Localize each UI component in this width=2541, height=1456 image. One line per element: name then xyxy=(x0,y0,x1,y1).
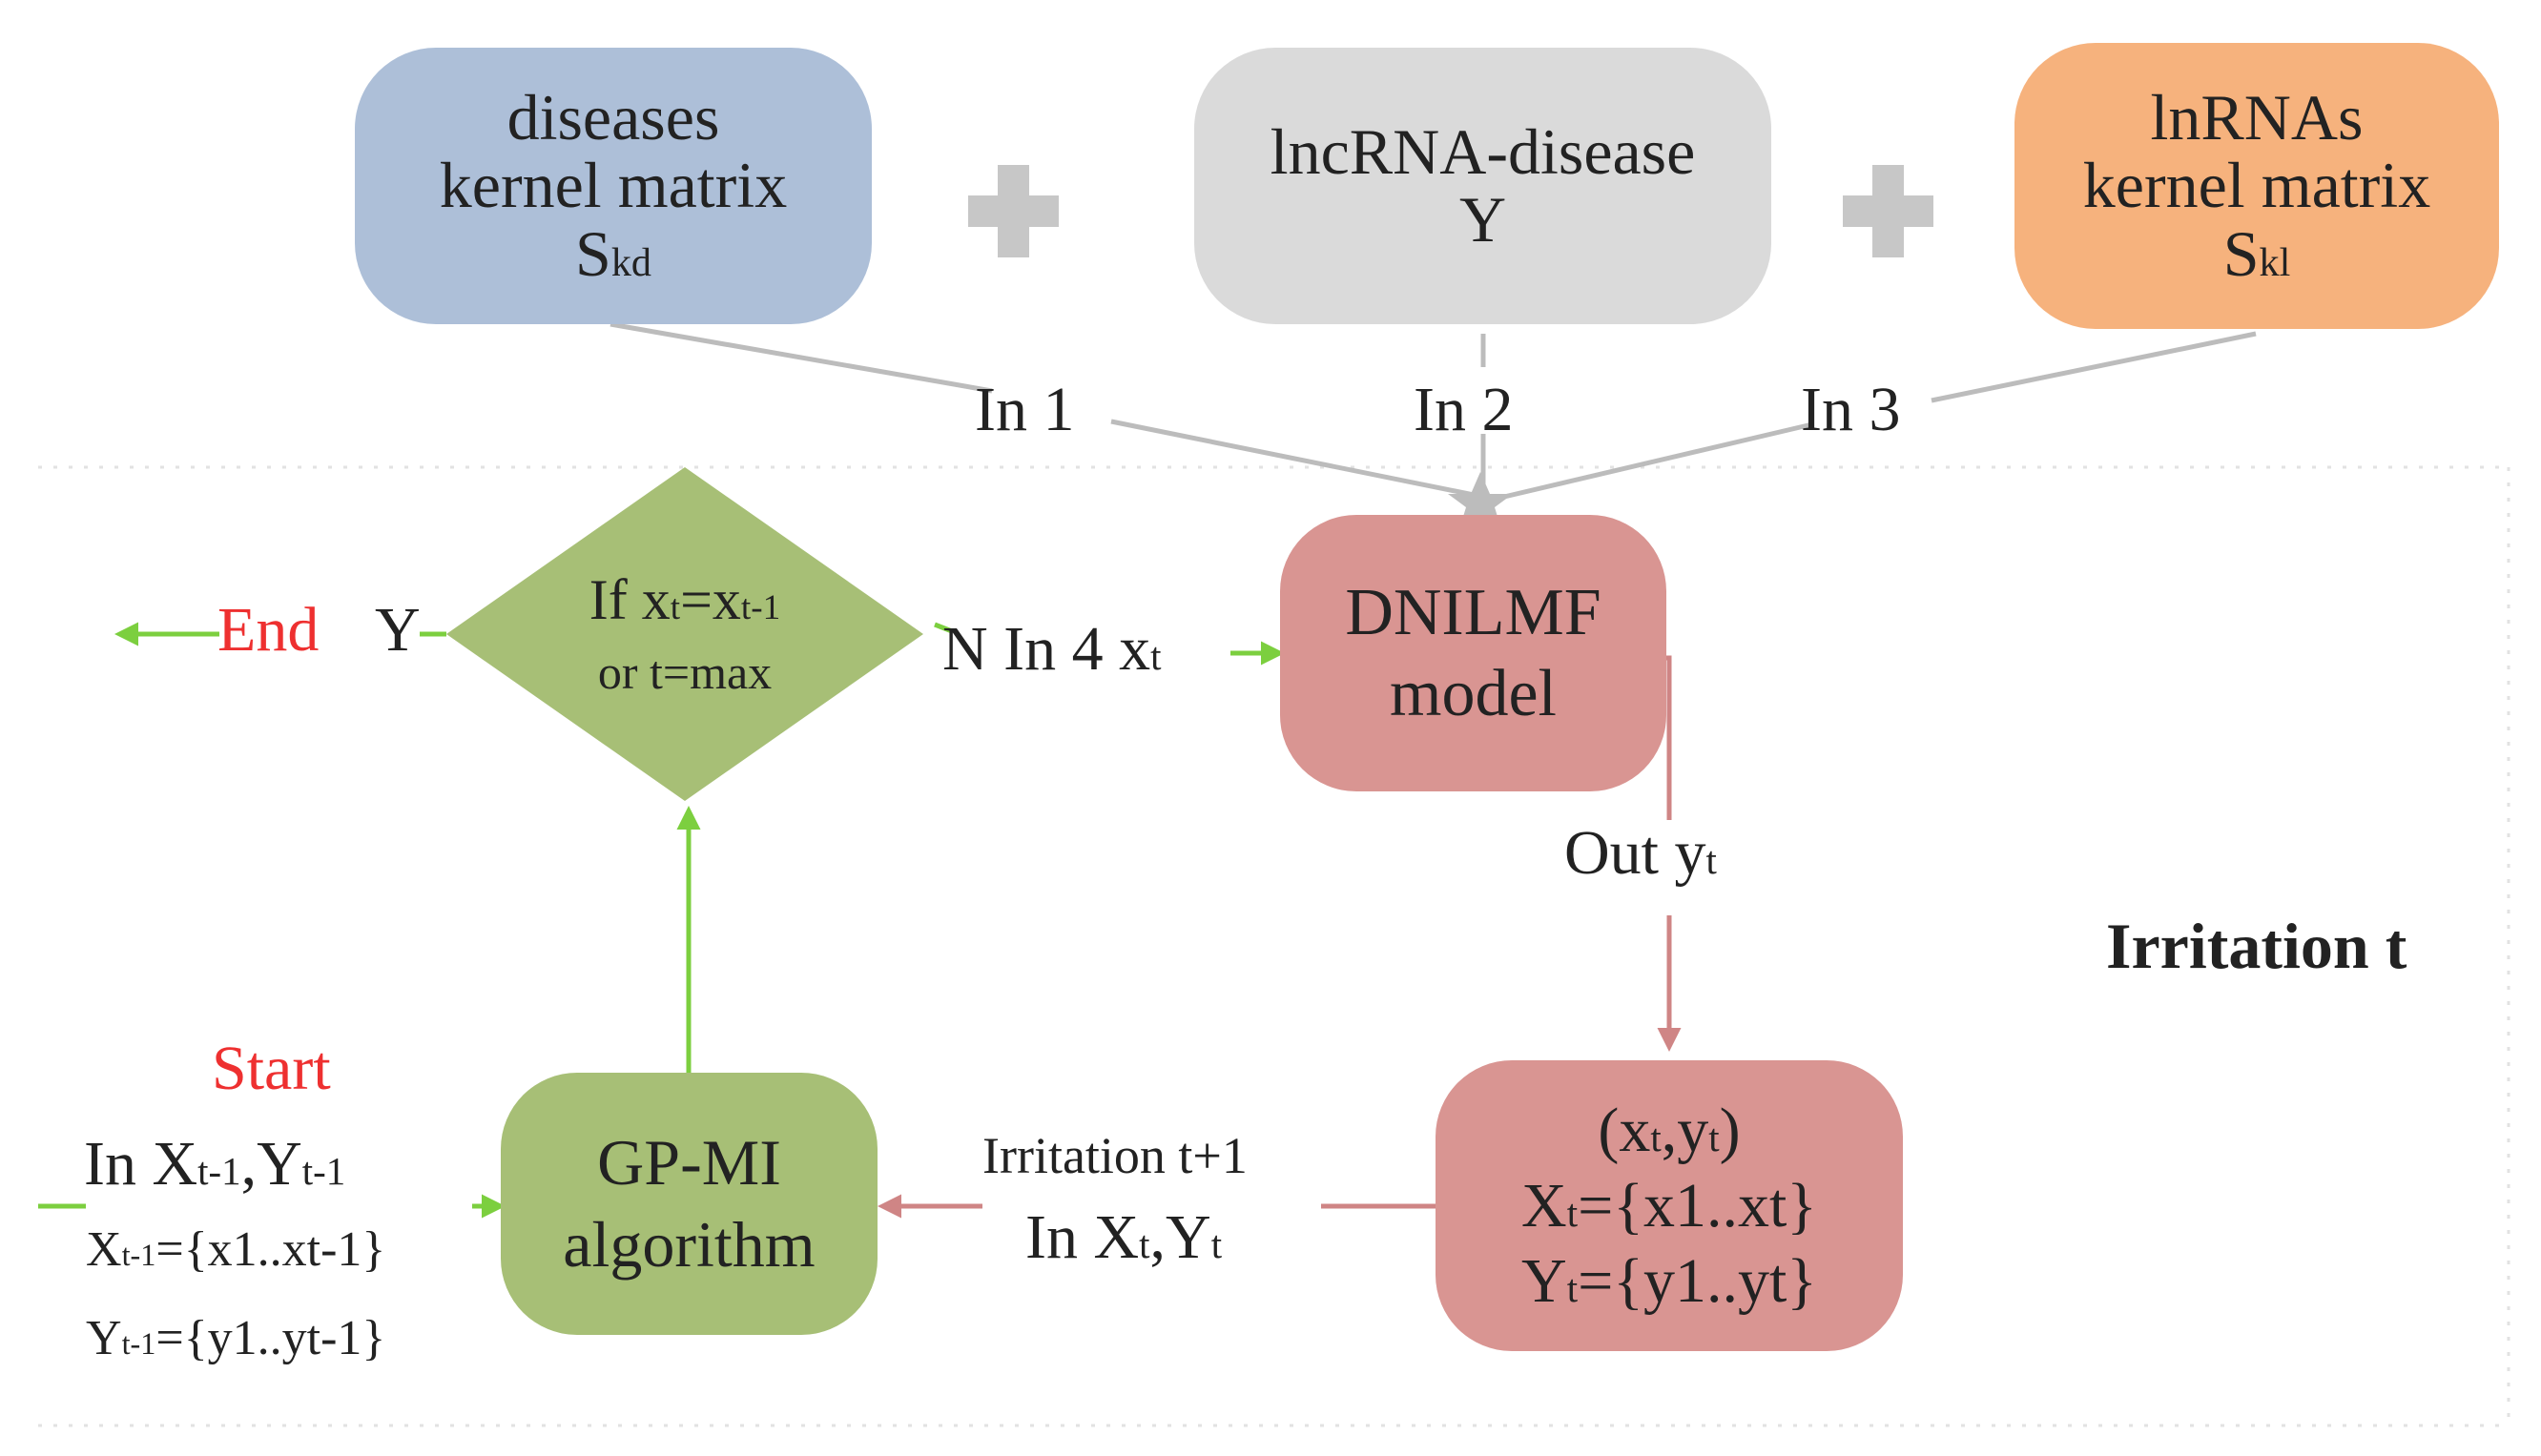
start-in-a: In X xyxy=(84,1129,198,1199)
iteration-label: Irritation t xyxy=(2106,910,2407,982)
out-prefix: Out y xyxy=(1564,818,1706,888)
diseases-box-line1: diseases xyxy=(506,80,720,154)
result-line2-a-sub: t xyxy=(1566,1191,1579,1235)
green-connectors xyxy=(38,622,1285,1219)
result-line1-b: ,y xyxy=(1661,1095,1709,1165)
gpmi-line1: GP-MI xyxy=(597,1126,781,1200)
edge-label-in1: In 1 xyxy=(975,375,1075,444)
edge-label-in4: N In 4 xt xyxy=(942,618,1162,681)
decision-diamond xyxy=(446,467,923,801)
start-x-b: ={x1..xt-1} xyxy=(155,1222,386,1277)
start-x-a: X xyxy=(86,1222,122,1277)
lnrnas-symbol-sub: kl xyxy=(2259,239,2291,285)
edge-label-yes: Y xyxy=(375,595,421,665)
lnrnas-box-line2: kernel matrix xyxy=(2082,149,2431,222)
decision-line1-b: =x xyxy=(680,568,741,632)
edge-label-iteration-next: Irritation t+1 xyxy=(982,1127,1248,1184)
diseases-box-symbol: Skd xyxy=(575,216,651,290)
lnrnas-box-line1: lnRNAs xyxy=(2150,80,2364,154)
lnrnas-symbol: S xyxy=(2222,216,2260,290)
result-line2: Xt={x1..xt} xyxy=(1521,1173,1817,1239)
in4-sub: t xyxy=(1150,635,1162,678)
edge-label-out: Out yt xyxy=(1564,822,1717,885)
gpmi-line2: algorithm xyxy=(563,1207,816,1281)
edge-label-in-xy: In Xt,Yt xyxy=(1025,1206,1222,1269)
lncrna-box-line2: Y xyxy=(1458,183,1507,256)
result-line3: Yt={y1..yt} xyxy=(1521,1248,1817,1314)
start-x-set: Xt-1={x1..xt-1} xyxy=(86,1225,385,1275)
diseases-symbol-sub: kd xyxy=(610,239,651,285)
in-x: In X xyxy=(1025,1202,1140,1272)
result-line1-c: ) xyxy=(1719,1095,1741,1165)
lnrnas-box-symbol: Skl xyxy=(2222,216,2291,290)
result-box: (xt,yt) Xt={x1..xt} Yt={y1..yt} xyxy=(1436,1060,1903,1351)
result-line3-a-sub: t xyxy=(1566,1267,1579,1311)
red-connectors xyxy=(878,655,1682,1219)
start-in-b-sub: t-1 xyxy=(301,1150,346,1193)
result-line1-a: (x xyxy=(1598,1095,1651,1165)
result-line1-a-sub: t xyxy=(1650,1116,1662,1159)
end-label: End xyxy=(217,595,320,665)
dnilmf-model-box: DNILMF model xyxy=(1280,515,1666,791)
result-line1: (xt,yt) xyxy=(1598,1097,1740,1163)
start-y-set: Yt-1={y1..yt-1} xyxy=(86,1314,385,1364)
result-line2-a: X xyxy=(1521,1170,1567,1241)
diseases-kernel-matrix-box: diseases kernel matrix Skd xyxy=(355,48,872,324)
gpmi-algorithm-box: GP-MI algorithm xyxy=(501,1073,878,1335)
decision-line1-a: If x xyxy=(589,568,671,632)
edge-label-in2: In 2 xyxy=(1414,375,1514,444)
start-input-label: In Xt-1,Yt-1 xyxy=(84,1133,345,1196)
lncrna-box-line1: lncRNA-disease xyxy=(1270,114,1696,188)
decision-line2: or t=max xyxy=(597,646,773,700)
start-y-a-sub: t-1 xyxy=(121,1326,156,1361)
out-sub: t xyxy=(1705,839,1717,882)
diseases-symbol: S xyxy=(575,216,611,290)
input-lines xyxy=(609,321,2257,503)
start-label: Start xyxy=(212,1034,331,1103)
result-line1-b-sub: t xyxy=(1708,1116,1720,1159)
start-in-a-sub: t-1 xyxy=(197,1150,241,1193)
edge-label-in3: In 3 xyxy=(1801,375,1901,444)
dnilmf-line1: DNILMF xyxy=(1345,575,1601,649)
plus-icon xyxy=(968,165,1059,257)
dnilmf-line2: model xyxy=(1390,657,1557,730)
in-x-sub: t xyxy=(1139,1223,1150,1266)
decision-text: If xt=xt-1 or t=max xyxy=(506,543,864,725)
in4-prefix: N In 4 x xyxy=(942,614,1151,684)
result-line3-a: Y xyxy=(1521,1246,1567,1317)
diseases-box-line2: kernel matrix xyxy=(439,149,788,222)
plus-icon xyxy=(1843,165,1933,257)
lncrna-disease-box: lncRNA-disease Y xyxy=(1194,48,1771,324)
result-line3-b: ={y1..yt} xyxy=(1578,1246,1817,1317)
result-line2-b: ={x1..xt} xyxy=(1578,1170,1817,1241)
start-in-b: ,Y xyxy=(240,1129,302,1199)
start-y-a: Y xyxy=(86,1311,122,1365)
lnrnas-kernel-matrix-box: lnRNAs kernel matrix Skl xyxy=(2014,43,2499,329)
decision-line1-a-sub: t xyxy=(670,588,681,628)
in-y: ,Y xyxy=(1149,1202,1211,1272)
decision-line1: If xt=xt-1 xyxy=(589,570,780,630)
start-x-a-sub: t-1 xyxy=(121,1238,156,1272)
in-y-sub: t xyxy=(1210,1223,1223,1266)
start-y-b: ={y1..yt-1} xyxy=(155,1311,386,1365)
decision-line1-b-sub: t-1 xyxy=(740,588,781,628)
